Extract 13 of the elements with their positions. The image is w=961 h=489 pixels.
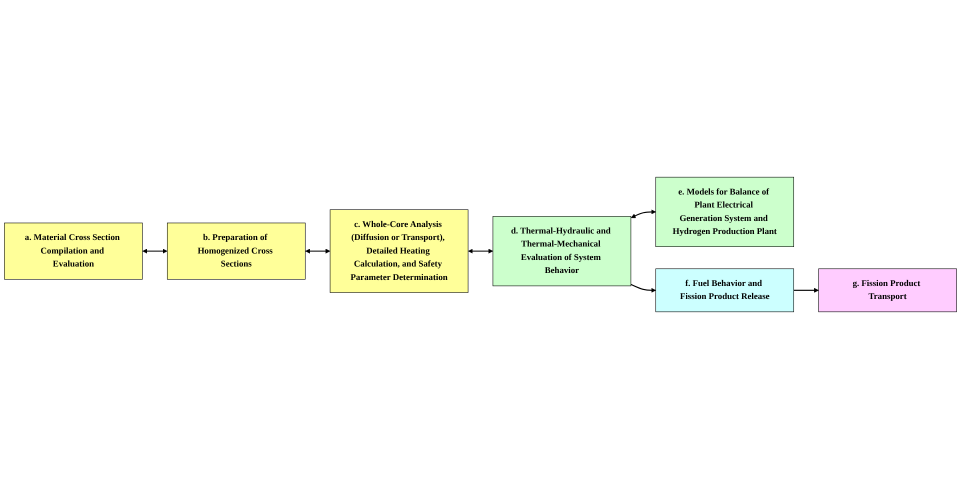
arrow [794,288,819,293]
node-box: b. Preparation of Homogenized Cross Sections [166,222,306,280]
node-box: c. Whole-Core Analysis (Diffusion or Transport), Detailed Heating Calculation, and Safety Parameter Determination [330,209,468,293]
node-box: f. Fuel Behavior and Fission Product Release [655,268,794,312]
node-box: a. Material Cross Section Compilation and Evaluation [4,222,143,280]
node-box: e. Models for Balance of Plant Electrical Generation System and Hydrogen Production Plant [655,176,794,247]
arrow [468,248,494,254]
arrow [630,210,656,218]
node-box: d. Thermal-Hydraulic and Thermal-Mechanical Evaluation of System Behavior [492,216,632,286]
arrow [305,248,330,254]
node-box: g. Fission Product Transport [818,268,957,312]
arrow [142,248,168,254]
arrow [630,284,656,293]
